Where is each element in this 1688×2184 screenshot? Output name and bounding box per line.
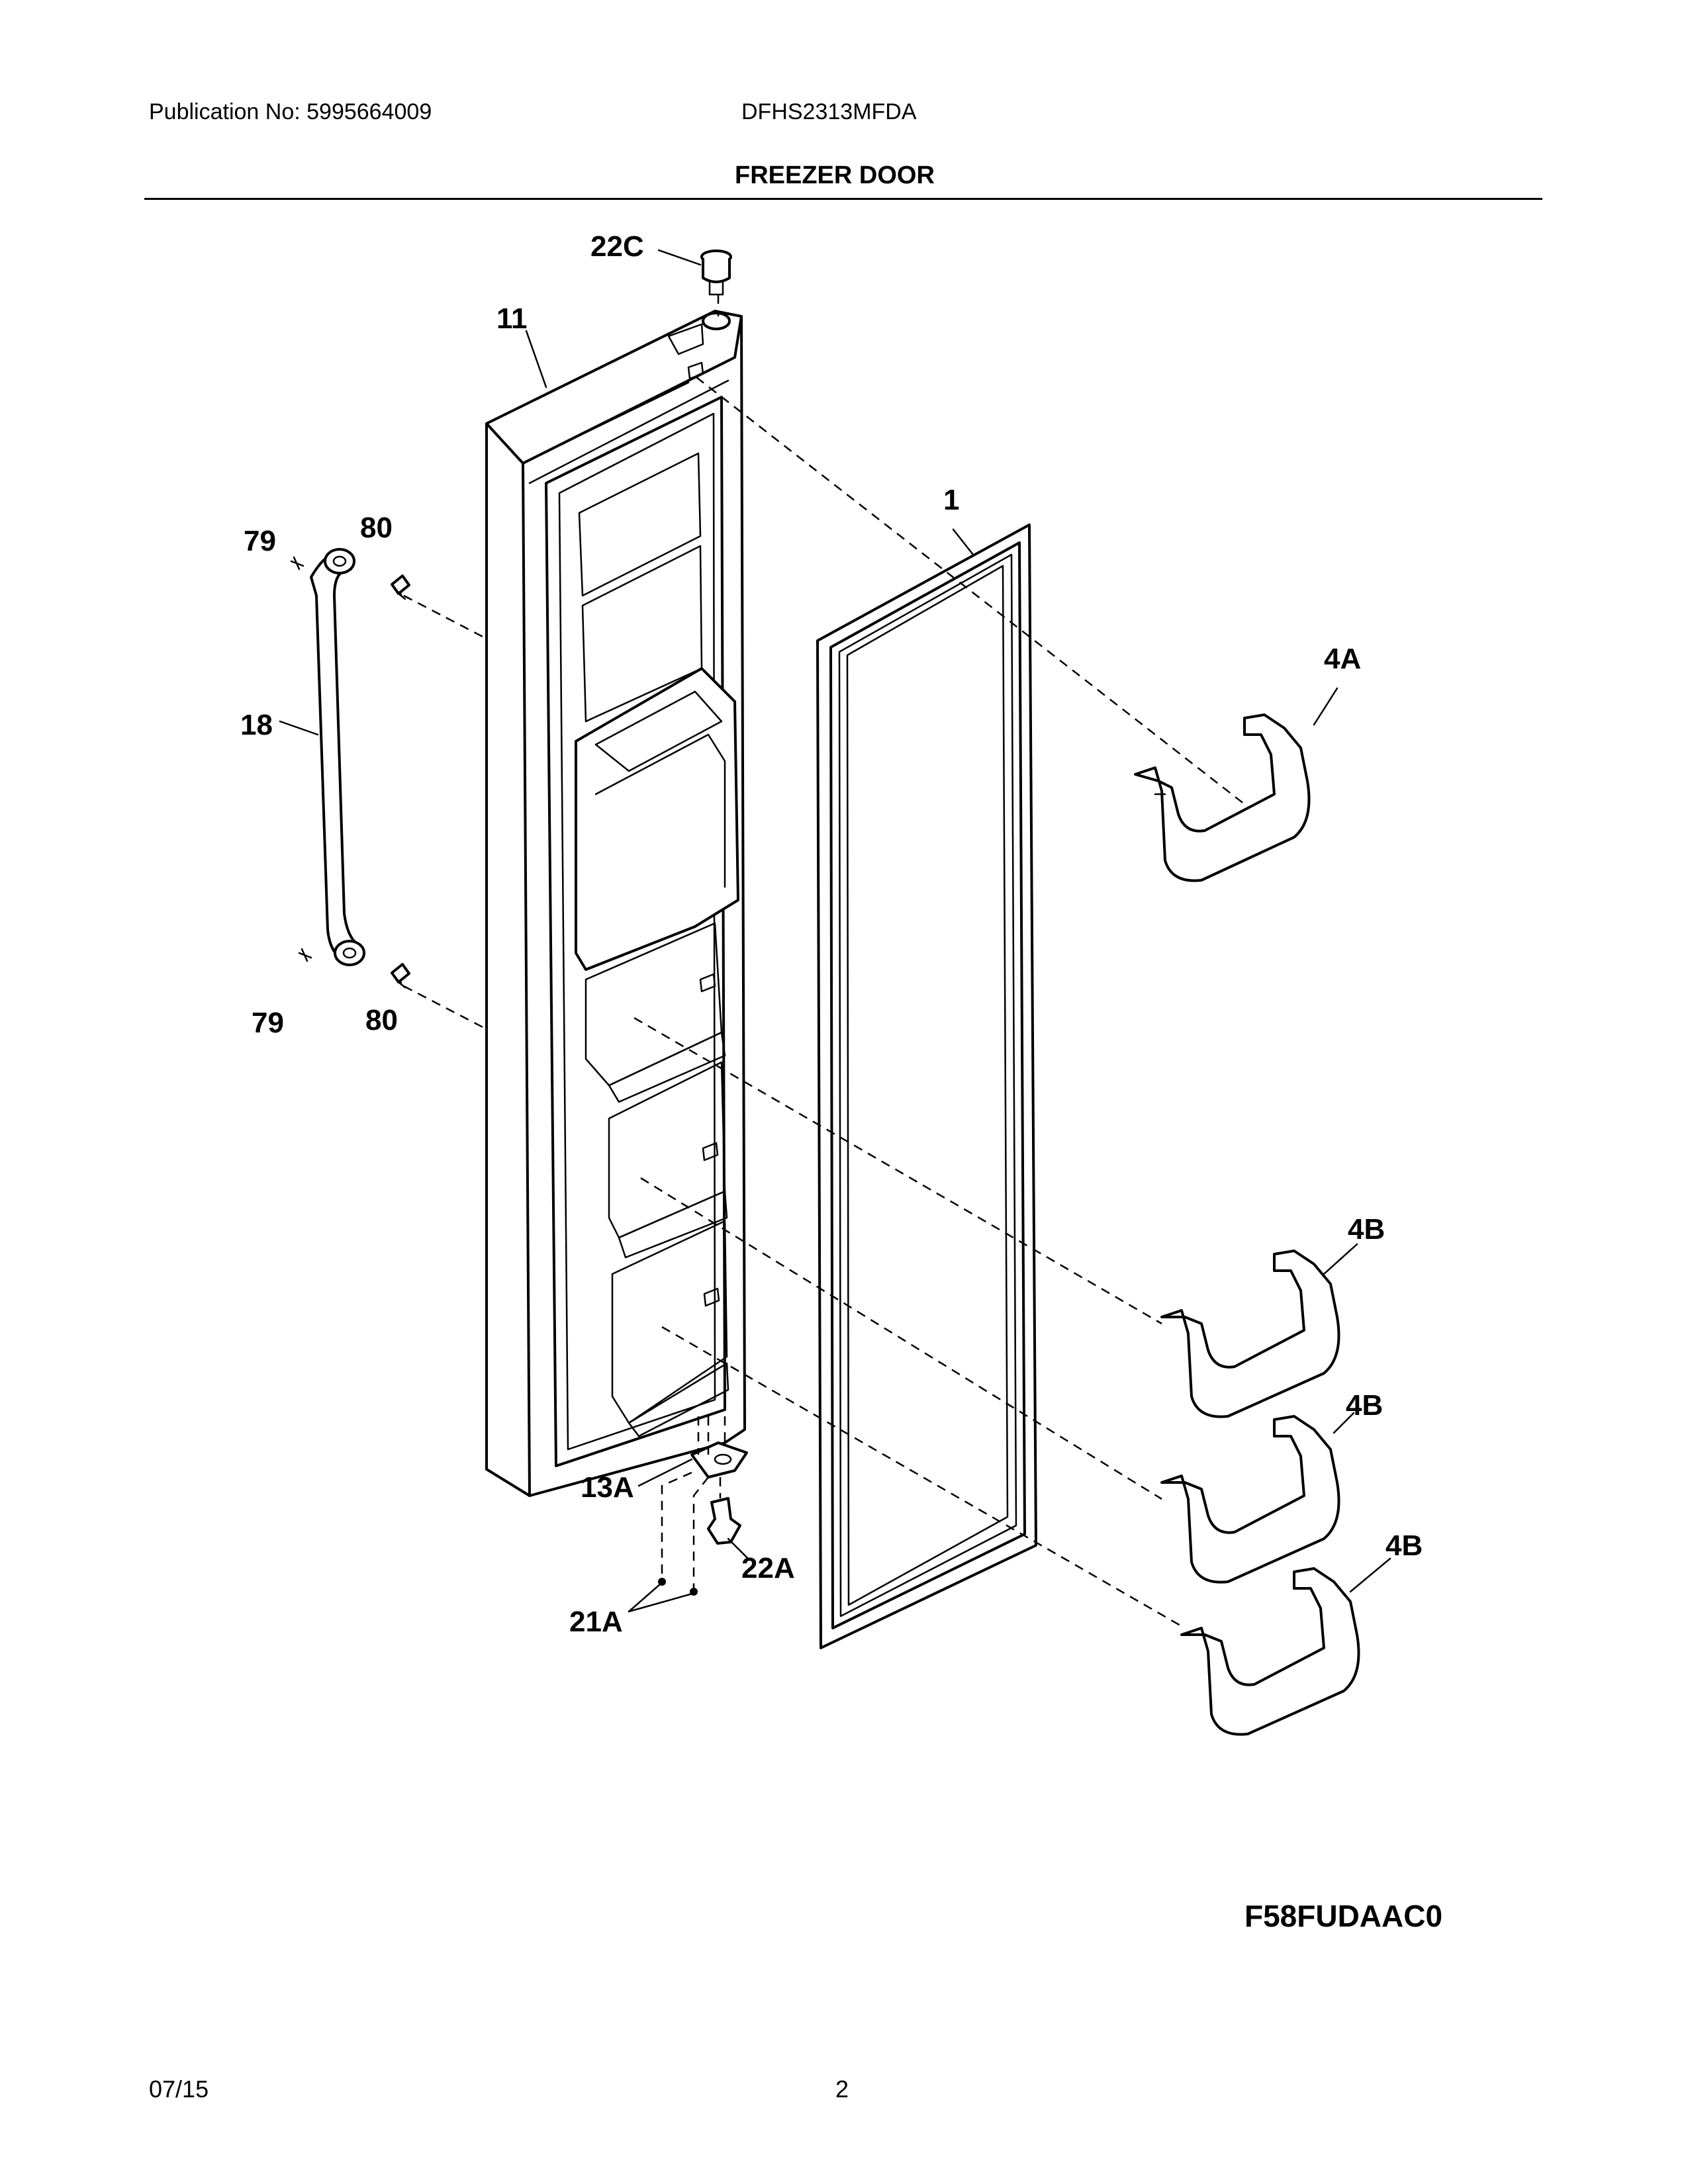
hinge-parts bbox=[658, 1441, 748, 1596]
callout-79-top: 79 bbox=[244, 525, 276, 557]
callout-80-top: 80 bbox=[360, 512, 393, 544]
door-bin-4b-1 bbox=[1160, 1250, 1340, 1418]
callout-11: 11 bbox=[496, 302, 528, 335]
door-gasket-part bbox=[816, 523, 1037, 1649]
callout-80-bottom: 80 bbox=[365, 1004, 398, 1036]
callout-1: 1 bbox=[943, 484, 959, 516]
door-handle-part bbox=[310, 548, 365, 966]
screw-parts bbox=[290, 556, 410, 989]
door-bin-4b-3 bbox=[1180, 1567, 1360, 1736]
header-rule bbox=[144, 198, 1542, 200]
assembly-lines bbox=[403, 295, 1245, 1629]
door-bin-4b-2 bbox=[1160, 1415, 1340, 1584]
footer-date: 07/15 bbox=[149, 2075, 209, 2103]
callout-labels: 22C 11 1 79 80 18 4A 79 80 4B 4B 4B 13A … bbox=[240, 230, 1423, 1638]
callout-22c: 22C bbox=[590, 230, 644, 263]
callout-4b-2: 4B bbox=[1346, 1389, 1383, 1422]
callout-13a: 13A bbox=[581, 1471, 634, 1504]
section-title: FREEZER DOOR bbox=[735, 161, 935, 189]
publication-number: Publication No: 5995664009 bbox=[149, 99, 432, 124]
callout-79-bottom: 79 bbox=[252, 1007, 284, 1039]
door-liner-part bbox=[485, 310, 746, 1497]
page-number: 2 bbox=[835, 2075, 849, 2103]
callout-21a: 21A bbox=[569, 1606, 623, 1638]
callout-4a: 4A bbox=[1324, 643, 1361, 675]
leader-lines bbox=[279, 249, 1391, 1613]
callout-18: 18 bbox=[240, 709, 273, 741]
door-bin-4a bbox=[1134, 713, 1311, 882]
callout-22a: 22A bbox=[741, 1552, 795, 1584]
model-number: DFHS2313MFDA bbox=[741, 99, 917, 124]
figure-code: F58FUDAAC0 bbox=[1244, 1899, 1443, 1933]
callout-4b-3: 4B bbox=[1385, 1529, 1423, 1562]
door-cap-part bbox=[700, 250, 732, 296]
callout-4b-1: 4B bbox=[1348, 1213, 1385, 1246]
